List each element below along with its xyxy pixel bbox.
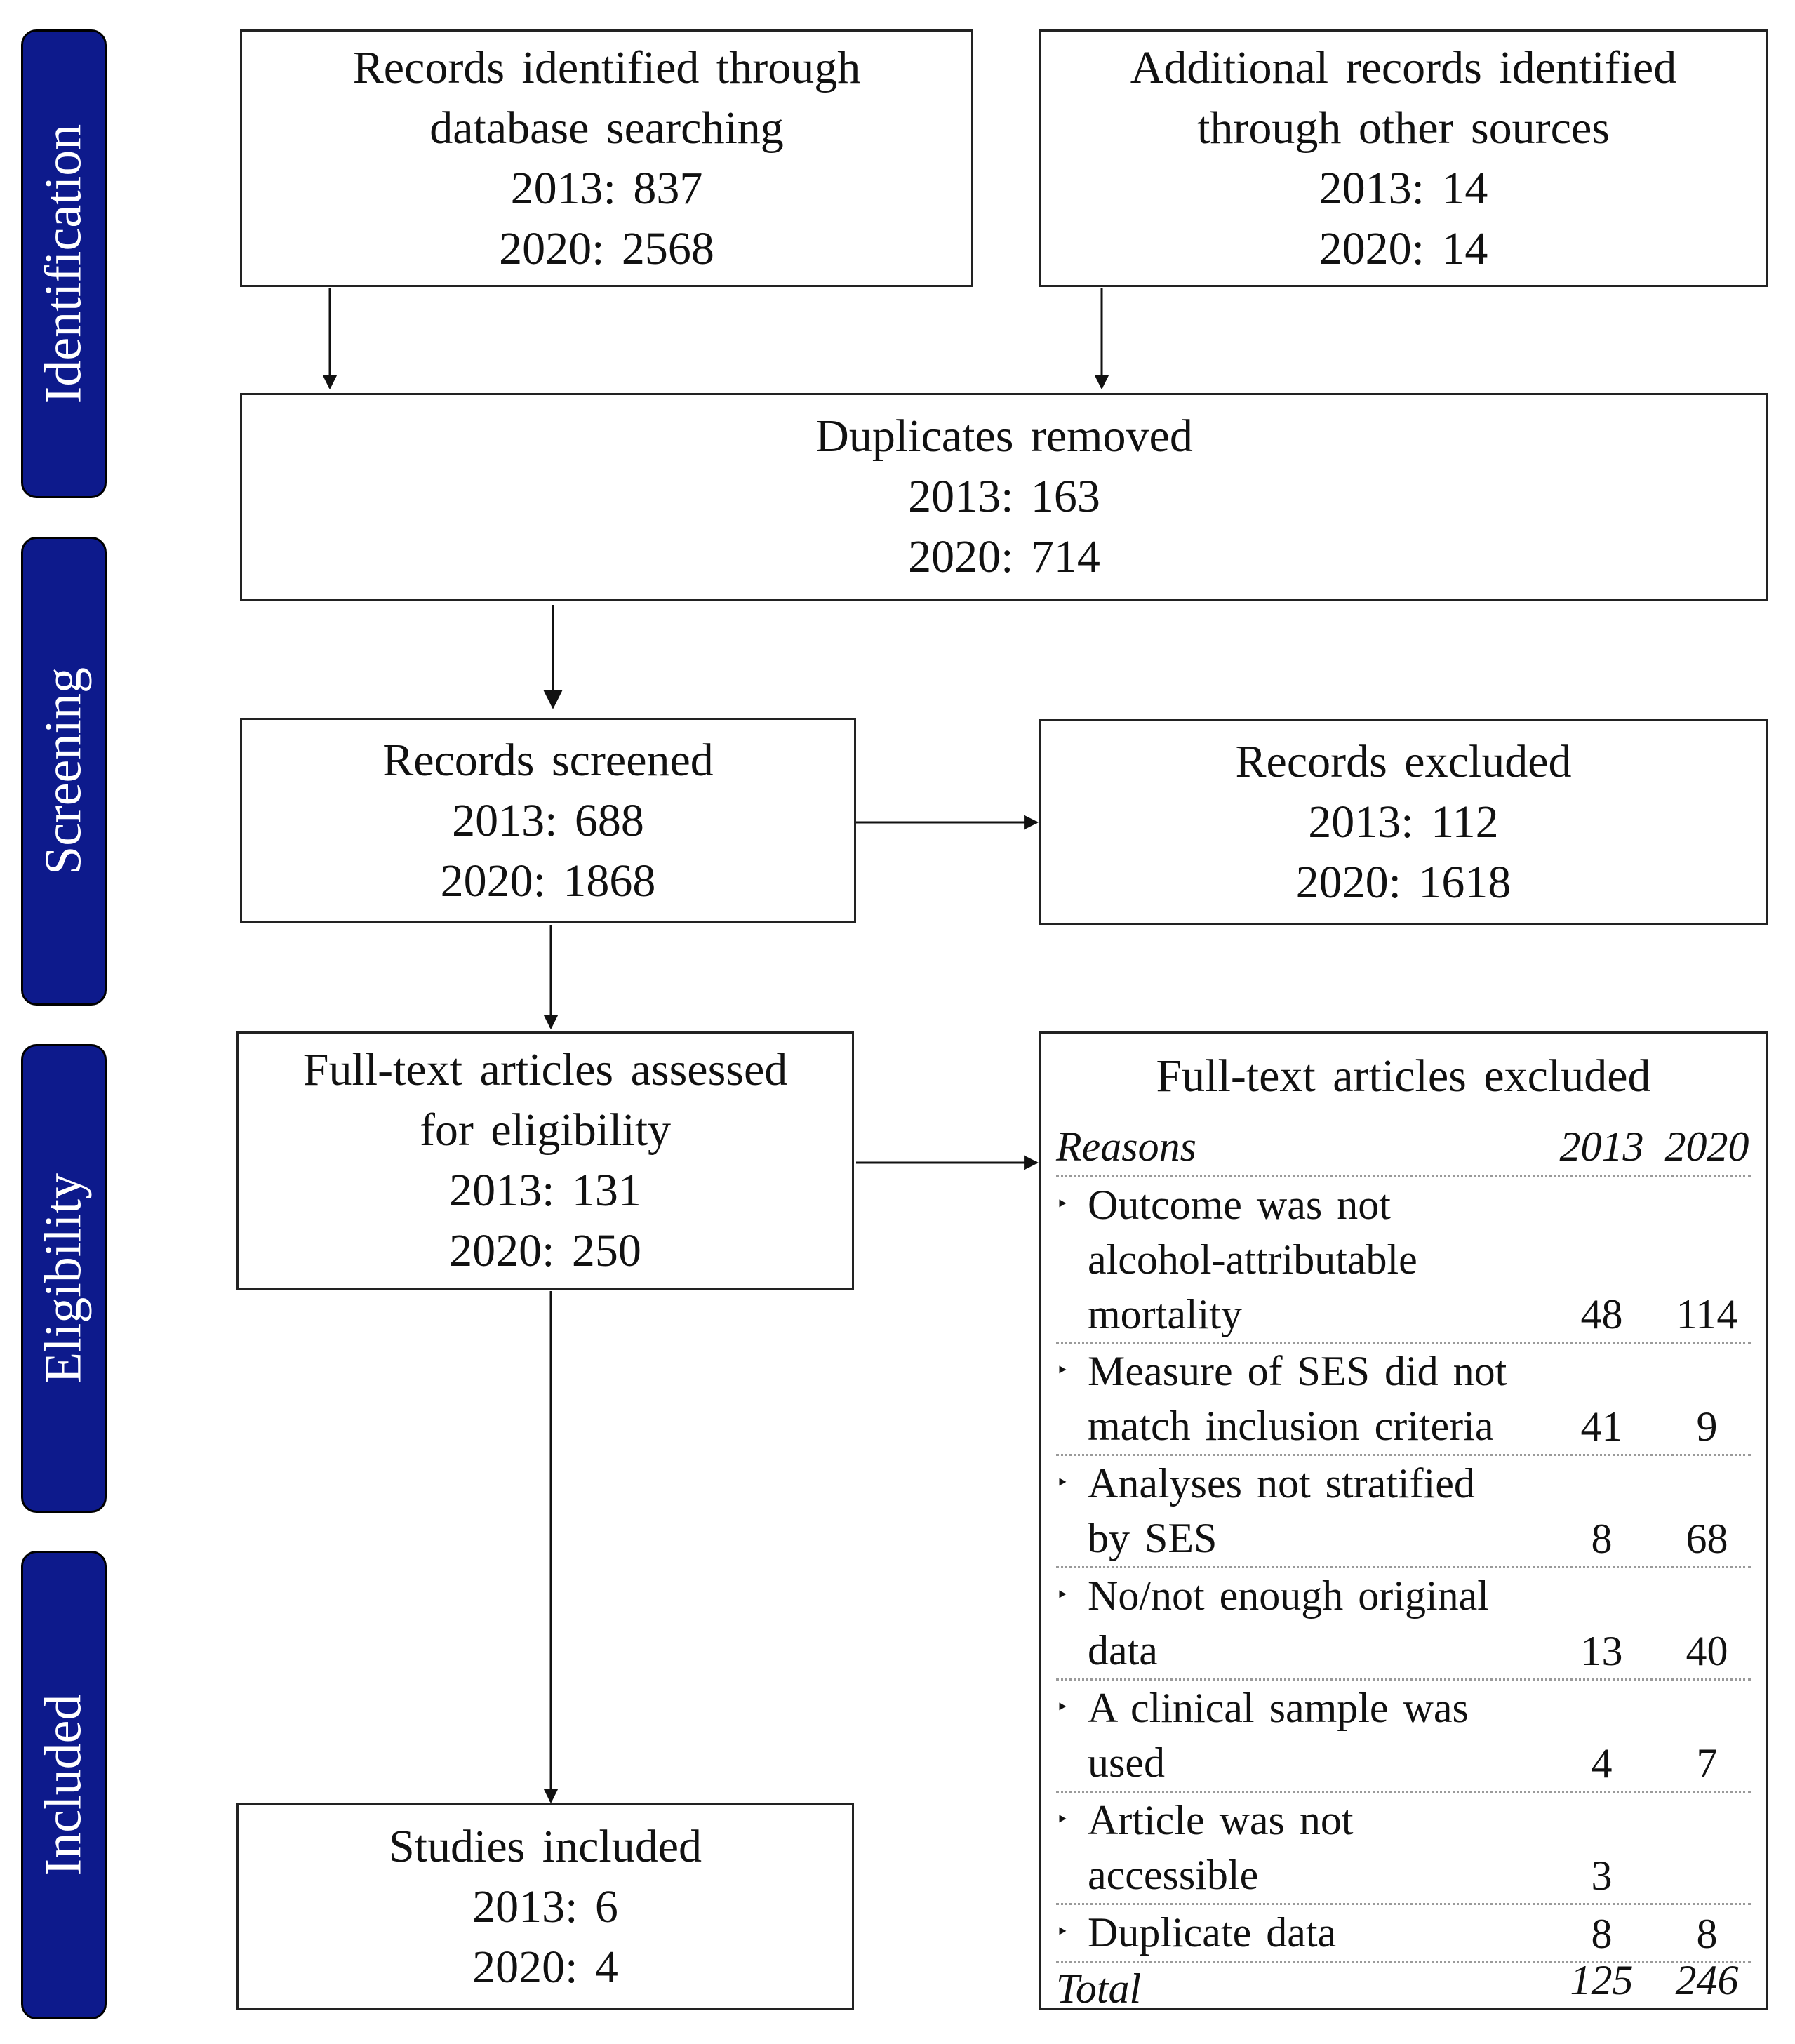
count-2013: 4	[1591, 1740, 1613, 1786]
box-records-screened: Records screened 2013: 688 2020: 1868	[240, 718, 856, 923]
exclusion-row: ‣ Analyses not stratified by SES 8 68	[1056, 1456, 1751, 1568]
box-line: 2013: 6	[472, 1881, 618, 1932]
reason-line: data	[1088, 1627, 1158, 1674]
bullet-icon: ‣	[1056, 1696, 1069, 1719]
box-line: 2013: 163	[908, 471, 1100, 522]
stage-screening: Screening	[21, 537, 107, 1006]
exclusion-row: ‣ Article was not accessible 3	[1056, 1793, 1751, 1905]
box-line: for eligibility	[419, 1104, 672, 1156]
stage-eligibility: Eligibility	[21, 1044, 107, 1513]
box-line: 2020: 250	[449, 1225, 641, 1276]
box-line: 2013: 131	[449, 1165, 641, 1216]
header-reasons: Reasons	[1056, 1123, 1196, 1170]
stage-included: Included	[21, 1551, 107, 2019]
reason-line: by SES	[1088, 1515, 1217, 1561]
box-studies-included: Studies included 2013: 6 2020: 4	[236, 1803, 854, 2010]
box-line: Studies included	[388, 1820, 702, 1872]
total-label: Total	[1056, 1965, 1142, 2012]
reason-line: Duplicate data	[1088, 1909, 1337, 1956]
box-line: 2013: 14	[1319, 162, 1488, 214]
reason-line: used	[1088, 1739, 1165, 1786]
count-2020: 8	[1696, 1911, 1718, 1957]
reason-line: Measure of SES did not	[1088, 1348, 1507, 1394]
reason-line: A clinical sample was	[1088, 1685, 1469, 1731]
exclusion-reason: Measure of SES did not match inclusion c…	[1088, 1344, 1551, 1453]
exclusion-reason: A clinical sample was used	[1088, 1681, 1551, 1790]
total-2020: 246	[1675, 1957, 1739, 2003]
exclusion-table-header: Reasons 2013 2020	[1056, 1119, 1751, 1177]
box-line: Records identified through	[352, 41, 861, 93]
exclusion-table: Full-text articles excluded Reasons 2013…	[1039, 1031, 1768, 2012]
box-line: 2013: 688	[452, 794, 644, 846]
total-2013: 125	[1570, 1957, 1634, 2003]
box-line: 2020: 1618	[1295, 856, 1512, 908]
box-line: 2013: 837	[510, 162, 703, 214]
bullet-icon: ‣	[1056, 1584, 1069, 1607]
count-2020: 9	[1696, 1403, 1718, 1450]
box-database-records: Records identified through database sear…	[240, 29, 973, 287]
header-2013: 2013	[1559, 1123, 1644, 1170]
exclusion-row: ‣ Duplicate data 8 8	[1056, 1905, 1751, 1963]
box-line: 2020: 4	[472, 1941, 618, 1993]
box-line: Records screened	[382, 734, 714, 786]
count-2020: 114	[1676, 1291, 1738, 1337]
count-2013: 48	[1580, 1291, 1623, 1337]
stage-identification: Identification	[21, 29, 107, 498]
box-line: Additional records identified	[1130, 41, 1677, 93]
reason-line: Outcome was not	[1088, 1182, 1391, 1228]
exclusion-reason: Duplicate data	[1088, 1905, 1551, 1960]
count-2020: 7	[1696, 1740, 1718, 1786]
exclusion-table-title: Full-text articles excluded	[1156, 1050, 1651, 1102]
exclusion-reason: Outcome was not alcohol-attributable mor…	[1088, 1177, 1551, 1342]
reason-line: Article was not	[1088, 1797, 1354, 1843]
box-line: 2020: 14	[1319, 222, 1488, 274]
count-2020: 40	[1686, 1628, 1728, 1674]
exclusion-row: ‣ Measure of SES did not match inclusion…	[1056, 1344, 1751, 1456]
exclusion-reason: Article was not accessible	[1088, 1793, 1551, 1902]
reason-line: accessible	[1088, 1852, 1259, 1898]
exclusion-reason: Analyses not stratified by SES	[1088, 1456, 1551, 1565]
reason-line: match inclusion criteria	[1088, 1403, 1494, 1449]
box-line: 2013: 112	[1308, 796, 1499, 848]
box-line: 2020: 714	[908, 531, 1100, 582]
bullet-icon: ‣	[1056, 1471, 1069, 1495]
bullet-icon: ‣	[1056, 1359, 1069, 1382]
reason-line: Analyses not stratified	[1088, 1460, 1475, 1507]
count-2013: 8	[1591, 1516, 1613, 1562]
reason-line: No/not enough original	[1088, 1572, 1489, 1619]
box-line: 2020: 1868	[440, 855, 656, 907]
exclusion-row: ‣ A clinical sample was used 4 7	[1056, 1681, 1751, 1793]
box-line: through other sources	[1197, 102, 1610, 154]
exclusion-reason: No/not enough original data	[1088, 1568, 1551, 1678]
box-fulltext-assessed: Full-text articles assessed for eligibil…	[236, 1031, 854, 1290]
header-2020: 2020	[1664, 1123, 1749, 1170]
count-2013: 41	[1580, 1403, 1623, 1450]
bullet-icon: ‣	[1056, 1921, 1069, 1944]
box-line: Duplicates removed	[815, 410, 1193, 462]
exclusion-row: ‣ No/not enough original data 13 40	[1056, 1568, 1751, 1681]
bullet-icon: ‣	[1056, 1808, 1069, 1831]
reason-line: mortality	[1088, 1291, 1242, 1337]
bullet-icon: ‣	[1056, 1193, 1069, 1216]
box-records-excluded: Records excluded 2013: 112 2020: 1618	[1039, 719, 1768, 925]
count-2013: 8	[1591, 1911, 1613, 1957]
box-line: database searching	[429, 102, 784, 154]
reason-line: alcohol-attributable	[1088, 1236, 1417, 1283]
exclusion-row: ‣ Outcome was not alcohol-attributable m…	[1056, 1177, 1751, 1344]
box-line: 2020: 2568	[499, 222, 714, 274]
box-line: Records excluded	[1235, 735, 1572, 787]
box-other-sources: Additional records identified through ot…	[1039, 29, 1768, 287]
count-2013: 3	[1591, 1852, 1613, 1899]
exclusion-total-row: Total 125 246	[1056, 1957, 1751, 2012]
count-2020: 68	[1686, 1516, 1728, 1562]
box-line: Full-text articles assessed	[302, 1044, 788, 1095]
box-duplicates-removed: Duplicates removed 2013: 163 2020: 714	[240, 393, 1768, 601]
count-2013: 13	[1580, 1628, 1623, 1674]
